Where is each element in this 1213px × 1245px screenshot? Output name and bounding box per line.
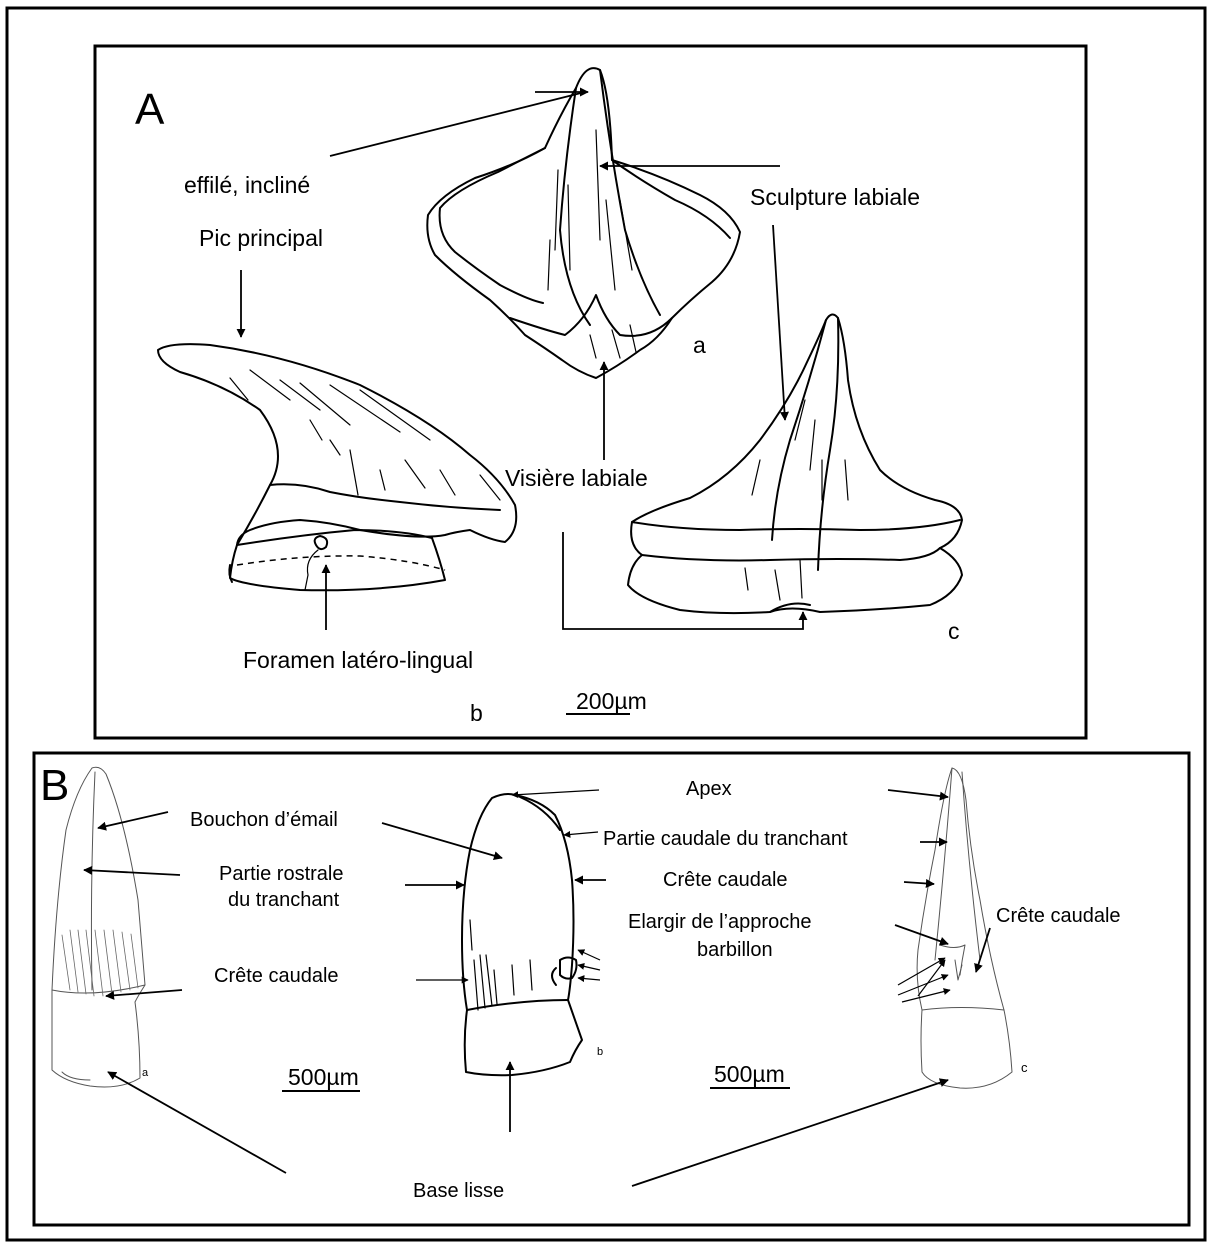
label-crete-caudale-mid: Crête caudale [663,869,788,891]
arrow-crete-caudale-right [976,928,990,972]
arrow-visiere-c [563,532,803,629]
tooth-b-drawing [158,344,516,590]
label-crete-caudale-right: Crête caudale [996,905,1121,927]
label-partie-rostrale-2: du tranchant [228,889,340,911]
arrow-barbillon-6 [902,990,950,1002]
label-view-a: a [693,332,706,358]
arrow-base-right [632,1080,948,1186]
panel-a: A [95,46,1086,738]
arrow-base-left [108,1072,286,1173]
label-view-b: b [470,700,483,726]
label-partie-rostrale-1: Partie rostrale [219,863,344,885]
label-partie-caudale: Partie caudale du tranchant [603,828,848,850]
label-bouchon: Bouchon d’émail [190,809,338,831]
label-scale-200: 200µm [576,688,647,714]
panel-a-frame [95,46,1086,738]
arrow-barbillon-1 [578,950,600,960]
label-foramen: Foramen latéro-lingual [243,647,473,673]
label-visiere-labiale: Visière labiale [505,465,648,491]
arrow-apex-right [888,790,948,797]
panel-a-letter: A [135,85,165,134]
label-apex: Apex [686,778,732,800]
arrow-bouchon-left [98,812,168,828]
label-view-bb: b [597,1046,603,1058]
arrow-apex-mid [512,790,599,795]
label-scale-500-right: 500µm [714,1061,785,1087]
arrow-partie-caudale-mid [564,832,598,835]
label-view-c: c [948,618,960,644]
label-crete-caudale-left: Crête caudale [214,965,339,987]
arrow-crete-caudale-right-top [904,882,934,884]
arrow-sculpture-c [773,225,785,420]
arrow-bouchon-mid [382,823,502,858]
label-effile-incline: effilé, incliné [184,172,310,198]
tooth-c-drawing [628,314,962,613]
arrow-rostrale-left [84,870,180,875]
label-elargir-1: Elargir de l’approche [628,911,811,933]
tooth-ba-drawing [52,767,145,1087]
label-sculpture-labiale: Sculpture labiale [750,184,920,210]
tooth-bc-drawing [917,768,1012,1088]
panel-b: B [34,753,1189,1225]
arrow-barbillon-2 [578,965,600,970]
label-base-lisse: Base lisse [413,1180,504,1202]
label-scale-500-left: 500µm [288,1064,359,1090]
label-elargir-2: barbillon [697,939,773,961]
label-view-ba: a [142,1067,149,1079]
arrow-barbillon-3 [578,978,600,980]
panel-b-letter: B [40,761,69,810]
label-view-bc: c [1021,1060,1028,1075]
arrow-barbillon-4 [898,958,945,985]
tooth-bb-drawing [462,794,582,1075]
label-pic-principal: Pic principal [199,225,323,251]
